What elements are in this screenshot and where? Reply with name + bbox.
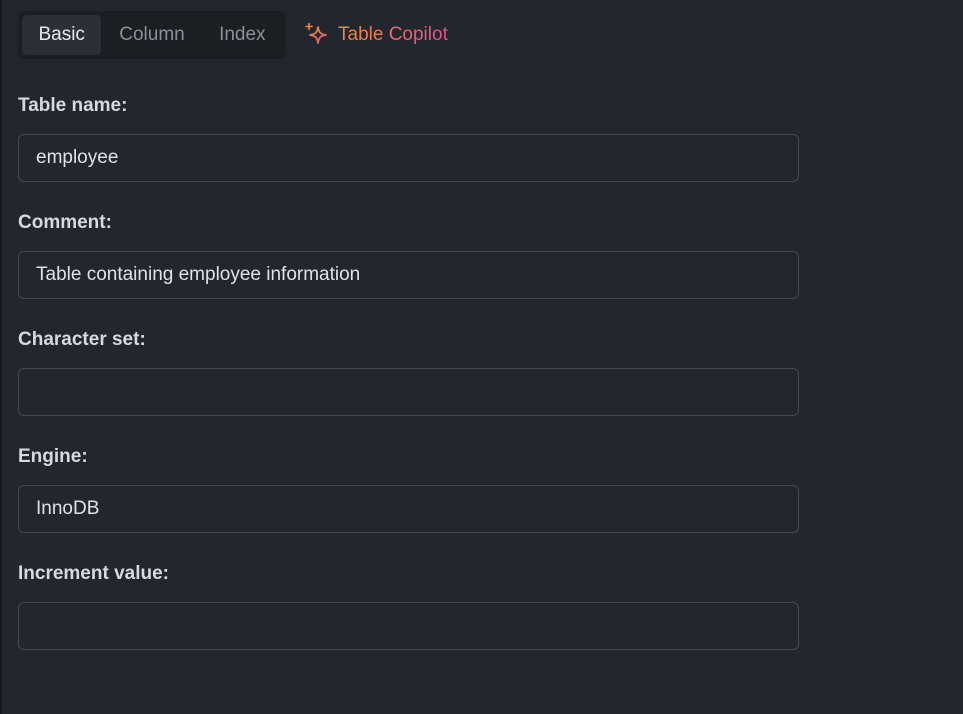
tab-column[interactable]: Column [119, 24, 185, 45]
character-set-input[interactable] [18, 368, 799, 416]
engine-label: Engine: [18, 446, 88, 467]
engine-input[interactable] [18, 485, 799, 533]
increment-value-input[interactable] [18, 602, 799, 650]
increment-value-label: Increment value: [18, 563, 169, 584]
sparkle-icon [304, 22, 330, 48]
tab-bar: Basic Column Index [18, 11, 286, 59]
table-copilot-button[interactable]: Table Copilot [304, 20, 448, 50]
tab-index[interactable]: Index [219, 24, 266, 45]
comment-label: Comment: [18, 212, 112, 233]
table-name-input[interactable] [18, 134, 799, 182]
tab-basic[interactable]: Basic [22, 15, 102, 55]
character-set-label: Character set: [18, 329, 146, 350]
window-left-border [0, 0, 2, 714]
table-copilot-label: Table Copilot [338, 24, 448, 45]
table-name-label: Table name: [18, 95, 128, 116]
comment-input[interactable] [18, 251, 799, 299]
